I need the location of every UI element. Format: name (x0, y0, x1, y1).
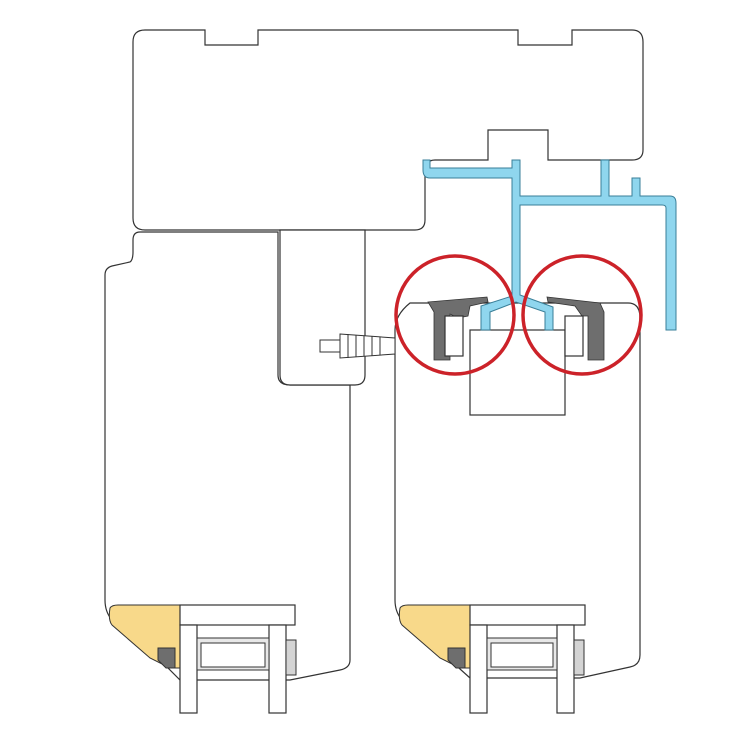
right-glass-edge (564, 315, 584, 357)
right-bottom-glazing (398, 604, 586, 714)
right-sash-channel (469, 329, 566, 416)
left-sash-insert (279, 229, 366, 386)
left-glass-edge (444, 315, 464, 357)
highlight-circle-right (521, 254, 643, 376)
left-bottom-glazing (108, 604, 297, 714)
highlight-circle-left (394, 254, 516, 376)
right-top-gasket (546, 296, 605, 361)
connector-dowel (319, 333, 396, 359)
aluminium-profile (422, 159, 677, 331)
